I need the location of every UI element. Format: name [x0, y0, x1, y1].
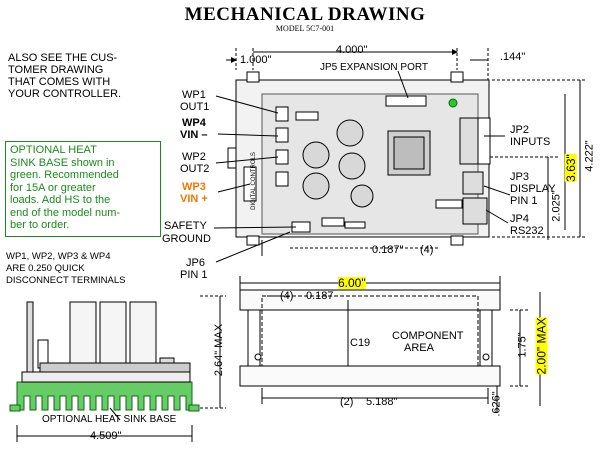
label-wp3: WP3: [182, 181, 206, 193]
label-vin-minus: VIN –: [180, 129, 208, 141]
label-component: COMPONENT: [392, 330, 464, 342]
dim-4-front: (4): [280, 290, 294, 302]
board-label: DIGITAL CONTROLS: [250, 152, 257, 210]
label-jp4-sub: RS232: [510, 225, 544, 237]
note-line: TOMER DRAWING: [8, 64, 104, 76]
dim-4222: 4.222": [583, 140, 596, 172]
label-wp4: WP4: [182, 117, 206, 129]
dim-200-max: 2.00" MAX: [534, 317, 549, 375]
label-ground: GROUND: [162, 233, 211, 245]
note-line: ALSO SEE THE CUS-: [8, 52, 118, 64]
side-view: [9, 301, 200, 412]
dim-363: 3.63": [563, 154, 578, 182]
dim-600: 6.00": [338, 276, 366, 290]
dim-1000: 1.000": [240, 54, 272, 66]
label-jp4: JP4: [510, 213, 529, 225]
label-out1: OUT1: [180, 101, 210, 113]
dim-175: 1.75": [516, 332, 529, 358]
note-line: DISCONNECT TERMINALS: [6, 275, 126, 286]
note-line: for 15A or greater: [10, 181, 96, 194]
label-area: AREA: [404, 342, 434, 354]
label-jp3-sub: DISPLAY: [510, 183, 556, 195]
dim-626: .626": [490, 391, 503, 417]
dim-4-holes: (4): [420, 244, 434, 256]
note-line: THAT COMES WITH: [8, 76, 111, 88]
note-line: green. Recommended: [10, 169, 119, 181]
note-line: loads. Add HS to the: [10, 194, 111, 206]
heat-sink-note-box: OPTIONAL HEAT SINK BASE shown in green. …: [5, 141, 161, 237]
label-out2: OUT2: [180, 163, 210, 175]
dim-2-front: (2): [340, 396, 354, 408]
dim-0187: 0.187": [372, 244, 404, 256]
label-jp5: JP5 EXPANSION PORT: [320, 62, 428, 73]
dim-0187-front: 0.187: [306, 290, 334, 302]
note-line: WP1, WP2, WP3 & WP4: [6, 251, 111, 262]
label-heat-sink-base: OPTIONAL HEAT SINK BASE: [42, 414, 177, 425]
label-safety: SAFETY: [164, 220, 207, 232]
customer-drawing-note: ALSO SEE THE CUS- TOMER DRAWING THAT COM…: [8, 52, 121, 100]
note-line: SINK BASE shown in: [10, 156, 115, 169]
label-jp6: JP6: [186, 257, 205, 269]
front-view: [239, 289, 501, 387]
label-jp3: JP3: [510, 171, 529, 183]
note-line: ARE 0.250 QUICK: [6, 263, 85, 274]
wp-terminal-note: WP1, WP2, WP3 & WP4 ARE 0.250 QUICK DISC…: [6, 251, 125, 287]
dim-144: .144": [500, 51, 526, 63]
label-wp2: WP2: [182, 151, 206, 163]
label-vin-plus: VIN +: [180, 193, 208, 205]
note-line: ber to order.: [10, 219, 70, 231]
label-jp2: JP2: [510, 124, 529, 136]
dim-2025: 2.025": [550, 190, 563, 222]
dim-4509: 4.509": [90, 430, 122, 442]
dim-4000: 4.000": [336, 44, 368, 56]
label-wp1: WP1: [182, 89, 206, 101]
label-jp3-pin: PIN 1: [510, 195, 538, 207]
top-view: [227, 71, 491, 246]
label-c19: C19: [350, 337, 371, 349]
note-line: OPTIONAL HEAT: [10, 144, 97, 156]
label-jp6-pin: PIN 1: [180, 269, 208, 281]
note-line: end of the model num-: [10, 206, 121, 219]
page-title: MECHANICAL DRAWING: [184, 4, 426, 25]
note-line: YOUR CONTROLLER.: [8, 88, 122, 100]
label-jp2-sub: INPUTS: [510, 136, 551, 148]
dim-264-max: 2.64" MAX: [213, 323, 226, 377]
dim-5188: 5.188": [366, 396, 398, 408]
led-indicator: [448, 98, 458, 108]
model-number: MODEL 5C7-001: [275, 24, 335, 33]
